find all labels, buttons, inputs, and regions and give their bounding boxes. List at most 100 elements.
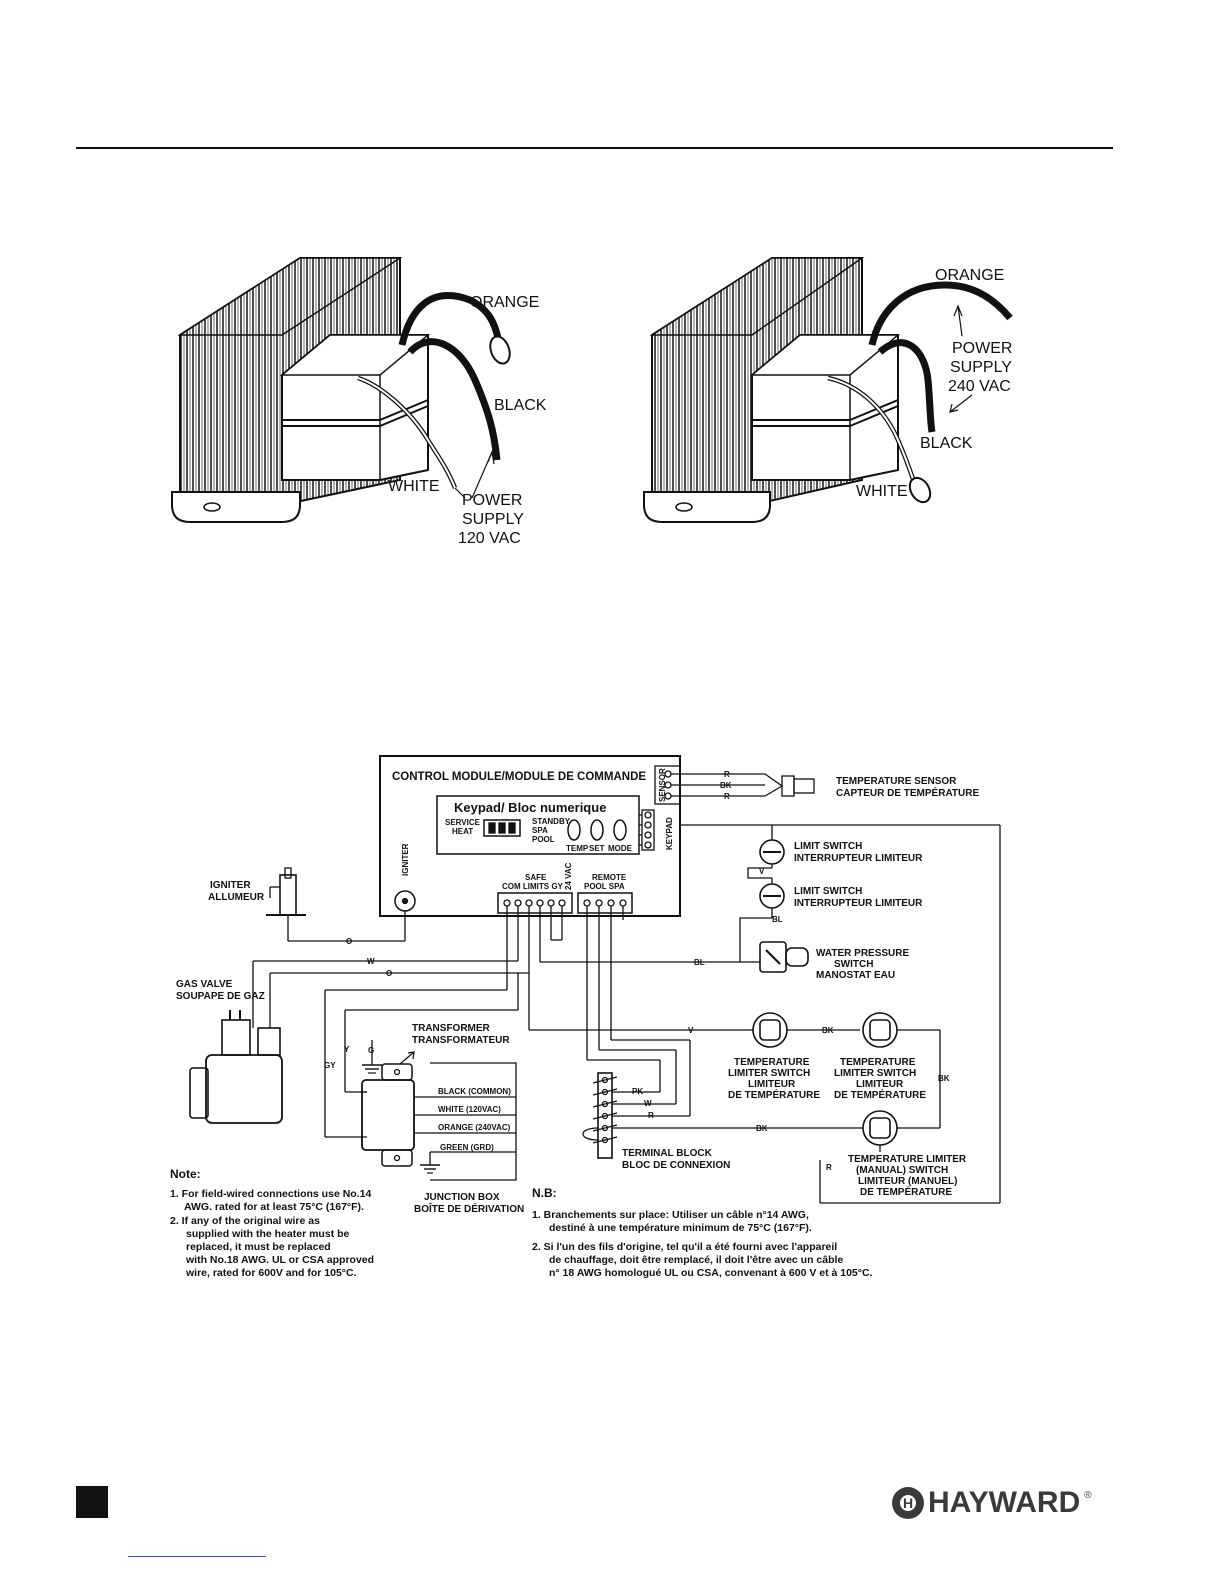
note-en-2c: replaced, it must be replaced	[186, 1241, 331, 1253]
note-en-2a: 2. If any of the original wire as	[170, 1215, 320, 1227]
note-fr-2c: n° 18 AWG homologué UL ou CSA, convenant…	[549, 1267, 873, 1279]
note-en-2d: with No.18 AWG. UL or CSA approved	[185, 1254, 374, 1266]
label-safe: SAFE	[525, 873, 547, 882]
label-black-120: BLACK	[494, 397, 547, 414]
label-white-120vac: WHITE (120VAC)	[438, 1105, 501, 1114]
label-gas-valve-en: GAS VALVE	[176, 979, 233, 990]
label-tls-b-2: LIMITER SWITCH	[834, 1068, 916, 1079]
wire-GY: GY	[324, 1061, 336, 1070]
label-mode-button: MODE	[608, 844, 633, 853]
note-en-2b: supplied with the heater must be	[186, 1228, 350, 1240]
wire-O-igniter: O	[346, 937, 352, 946]
note-fr-1a: 1. Branchements sur place: Utiliser un c…	[532, 1209, 809, 1221]
label-tls-b-4: DE TEMPÉRATURE	[834, 1088, 926, 1101]
label-spa-led: SPA	[532, 826, 548, 835]
wire-BL-limit: BL	[772, 915, 783, 924]
label-igniter-en: IGNITER	[210, 880, 251, 891]
label-remote: REMOTE	[592, 873, 627, 882]
wire-G: G	[368, 1046, 374, 1055]
label-gas-valve-fr: SOUPAPE DE GAZ	[176, 991, 265, 1002]
label-limit-switch-2-fr: INTERRUPTEUR LIMITEUR	[794, 898, 923, 909]
label-tls-b-3: LIMITEUR	[856, 1079, 904, 1090]
wire-R-terminal: R	[648, 1111, 654, 1120]
label-tlm-4: DE TEMPÉRATURE	[860, 1185, 952, 1198]
label-sensor-side: SENSOR	[658, 768, 667, 802]
wire-BK-sensor: BK	[720, 781, 732, 790]
hayward-logo-icon	[892, 1487, 924, 1519]
wire-Y: Y	[344, 1045, 350, 1054]
brand-name: HAYWARD	[928, 1486, 1081, 1519]
label-24vac: 24 VAC	[564, 862, 573, 890]
label-tls-a-1: TEMPERATURE	[734, 1057, 810, 1068]
wire-BK-right: BK	[938, 1074, 950, 1083]
wire-V-limit: V	[759, 867, 765, 876]
label-orange-240vac: ORANGE (240VAC)	[438, 1123, 511, 1132]
label-standby: STANDBY	[532, 817, 571, 826]
label-water-pressure-1: WATER PRESSURE	[816, 948, 909, 959]
label-junction-box-fr: BOÎTE DE DÉRIVATION	[414, 1202, 524, 1215]
wire-R-manual: R	[826, 1163, 832, 1172]
wire-V-limiter: V	[688, 1026, 694, 1035]
label-tlm-2: (MANUAL) SWITCH	[856, 1165, 948, 1176]
label-supply-240: SUPPLY	[950, 359, 1012, 376]
label-transformer-fr: TRANSFORMATEUR	[412, 1035, 510, 1046]
label-voltage-120: 120 VAC	[458, 530, 521, 547]
label-tls-a-2: LIMITER SWITCH	[728, 1068, 810, 1079]
note-en-1a: 1. For field-wired connections use No.14	[170, 1188, 371, 1200]
note-fr-1b: destiné à une température minimum de 75°…	[549, 1222, 812, 1234]
label-temp-sensor-en: TEMPERATURE SENSOR	[836, 776, 957, 787]
label-heat: HEAT	[452, 827, 473, 836]
label-terminal-block-en: TERMINAL BLOCK	[622, 1148, 713, 1159]
label-water-pressure-2: SWITCH	[834, 959, 873, 970]
label-orange-240: ORANGE	[935, 267, 1004, 284]
note-en-1b: AWG. rated for at least 75°C (167°F).	[184, 1201, 364, 1213]
label-transformer-en: TRANSFORMER	[412, 1023, 491, 1034]
label-limit-switch-2-en: LIMIT SWITCH	[794, 886, 862, 897]
wire-O-gas: O	[386, 969, 392, 978]
label-keypad-title: Keypad/ Bloc numerique	[454, 800, 606, 815]
label-igniter-side: IGNITER	[401, 843, 410, 876]
label-temp-button: TEMP	[566, 844, 589, 853]
label-control-module: CONTROL MODULE/MODULE DE COMMANDE	[392, 771, 646, 783]
label-black-common: BLACK (COMMON)	[438, 1087, 511, 1096]
page-marker	[76, 1486, 108, 1518]
label-terminal-block-fr: BLOC DE CONNEXION	[622, 1160, 730, 1171]
label-tls-a-4: DE TEMPÉRATURE	[728, 1088, 820, 1101]
label-tlm-3: LIMITEUR (MANUEL)	[858, 1176, 957, 1187]
wiring-diagram	[189, 755, 1001, 1204]
label-voltage-240: 240 VAC	[948, 378, 1011, 395]
label-service: SERVICE	[445, 818, 481, 827]
label-orange-120: ORANGE	[470, 294, 539, 311]
label-set-button: SET	[589, 844, 605, 853]
label-limit-switch-1-fr: INTERRUPTEUR LIMITEUR	[794, 853, 923, 864]
label-pool-led: POOL	[532, 835, 555, 844]
label-igniter-fr: ALLUMEUR	[208, 892, 265, 903]
label-green-grd: GREEN (GRD)	[440, 1143, 494, 1152]
transformer-240vac	[643, 257, 1013, 523]
wire-BL-pressure: BL	[694, 958, 705, 967]
wire-R-sensor-1: R	[724, 770, 730, 779]
note-fr-2b: de chauffage, doit être remplacé, il doi…	[549, 1254, 843, 1266]
trademark-symbol: ®	[1084, 1490, 1092, 1501]
label-limit-switch-1-en: LIMIT SWITCH	[794, 841, 862, 852]
label-temp-sensor-fr: CAPTEUR DE TEMPÉRATURE	[836, 786, 979, 799]
wire-W-terminal: W	[644, 1099, 652, 1108]
note-fr-2a: 2. Si l'un des fils d'origine, tel qu'il…	[532, 1241, 837, 1253]
header-rule	[76, 147, 1113, 149]
wire-PK: PK	[632, 1087, 643, 1096]
label-black-240: BLACK	[920, 435, 973, 452]
wire-W-gas: W	[367, 957, 375, 966]
label-pool-spa: POOL SPA	[584, 882, 625, 891]
label-tls-b-1: TEMPERATURE	[840, 1057, 916, 1068]
wire-BK-limiter: BK	[822, 1026, 834, 1035]
label-keypad-side: KEYPAD	[665, 817, 674, 850]
label-com-limits: COM LIMITS GY	[502, 882, 564, 891]
label-water-pressure-3: MANOSTAT EAU	[816, 970, 895, 981]
label-junction-box-en: JUNCTION BOX	[424, 1192, 500, 1203]
note-en-2e: wire, rated for 600V and for 105°C.	[185, 1267, 357, 1279]
wire-BK-terminal: BK	[756, 1124, 768, 1133]
note-en-title: Note:	[170, 1167, 201, 1181]
label-tls-a-3: LIMITEUR	[748, 1079, 796, 1090]
label-tlm-1: TEMPERATURE LIMITER	[848, 1154, 967, 1165]
